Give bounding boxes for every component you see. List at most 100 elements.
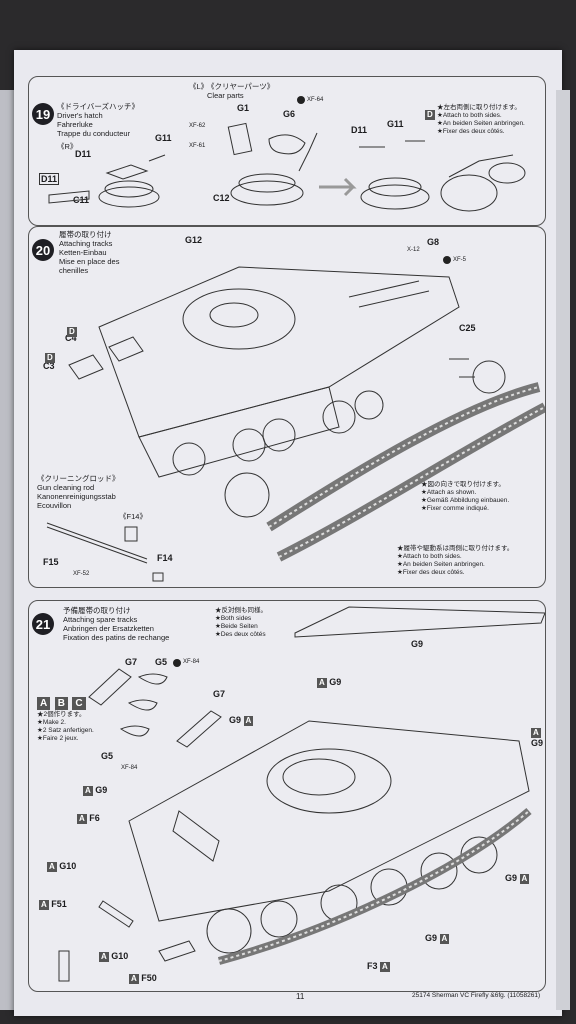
paint-dot-xf84	[173, 659, 181, 667]
part-c12: C12	[213, 193, 230, 203]
note-jp: ★左右両側に取り付けます。	[437, 104, 521, 111]
step-21-drawing	[58, 606, 545, 982]
left-side-label: 《L》	[189, 82, 209, 91]
step-19-drawing	[48, 122, 526, 212]
step-title-jp: 予備履帯の取り付け	[63, 606, 131, 615]
kit-code: 25174 Sherman VC Firefly &6fg. (11058261…	[412, 992, 541, 999]
paint-xf52: XF-52	[73, 571, 90, 577]
make-fr: ★Faire 2 jeux.	[37, 735, 79, 742]
step-20-panel: 20 履帯の取り付け Attaching tracks Ketten-Einba…	[28, 226, 546, 588]
d-marker-c3: D	[45, 353, 55, 363]
facing-page-edge	[0, 90, 14, 1010]
note-de: ★An beiden Seiten anbringen.	[437, 120, 525, 127]
part-g9-a6: G9 A	[425, 933, 450, 944]
part-g1: G1	[237, 103, 250, 113]
note1-fr: ★Fixer comme indiqué.	[421, 505, 489, 512]
note1-de: ★Gemäß Abbildung einbauen.	[421, 497, 510, 504]
paint-xf61: XF-61	[189, 143, 206, 149]
paint-xf84: XF-84	[183, 659, 200, 665]
clear-parts-en: Clear parts	[207, 91, 244, 100]
part-f51-a: A F51	[39, 899, 67, 910]
step-number: 19	[32, 103, 54, 125]
note1-en: ★Attach as shown.	[421, 489, 477, 496]
part-f50-a: A F50	[129, 973, 157, 984]
part-g11: G11	[155, 133, 172, 143]
page-edge	[556, 90, 570, 1010]
clear-parts-jp: 《クリヤーパーツ》	[207, 82, 275, 91]
step-20-drawing	[46, 266, 545, 582]
step-21-panel: 21 予備履帯の取り付け Attaching spare tracks Anbr…	[28, 600, 546, 992]
make-de: ★2 Satz anfertigen.	[37, 727, 94, 734]
paint-xf62: XF-62	[189, 123, 206, 129]
note2-fr: ★Fixer des deux côtés.	[397, 569, 465, 576]
page-number: 11	[296, 992, 305, 1001]
sides-note-en: ★Both sides	[215, 615, 252, 622]
step-title-fr: Trappe du conducteur	[57, 129, 131, 138]
sides-note-fr: ★Des deux côtés	[215, 631, 266, 638]
d-marker-c4: D	[67, 327, 77, 337]
rod-title-fr: Ecouvillon	[37, 501, 72, 510]
d-marker: D	[425, 110, 435, 120]
part-f3-a: F3 A	[367, 961, 390, 972]
make-en: ★Make 2.	[37, 719, 66, 726]
part-g12: G12	[185, 235, 203, 245]
version-abc: A B C	[37, 693, 86, 711]
step-number: 20	[32, 239, 54, 261]
paint-x12: X-12	[407, 247, 420, 253]
part-g11-right: G11	[387, 119, 404, 129]
step-title-de: Anbringen der Ersatzketten	[63, 624, 154, 633]
part-g9-a2: G9 A	[229, 715, 254, 726]
part-c3: C3	[43, 361, 55, 371]
step-title-de: Fahrerluke	[57, 120, 93, 129]
part-f6-a: A F6	[77, 813, 100, 824]
rod-title-en: Gun cleaning rod	[37, 483, 95, 492]
part-f14: F14	[157, 553, 173, 563]
part-c25: C25	[459, 323, 476, 333]
step-19-panel: 19 《ドライバーズハッチ》 Driver's hatch Fahrerluke…	[28, 76, 546, 226]
paint-dot-xf64	[297, 96, 305, 104]
right-side-label: 《R》	[57, 142, 78, 151]
part-g10-a-lower: A G10	[99, 951, 129, 962]
step-number: 21	[32, 613, 54, 635]
note1-jp: ★図の向きで取り付けます。	[421, 481, 505, 488]
note-fr: ★Fixer des deux côtés.	[437, 128, 505, 135]
step-title-en: Driver's hatch	[57, 111, 103, 120]
step-title-de: Ketten-Einbau	[59, 248, 107, 257]
part-g9-a4: A G9	[83, 785, 108, 796]
part-g9-a5: G9 A	[505, 873, 530, 884]
part-g5-lower: G5	[101, 751, 114, 761]
part-g10-a: A G10	[47, 861, 77, 872]
part-d11: D11	[75, 149, 92, 159]
step-title-jp: 履帯の取り付け	[59, 230, 112, 239]
part-g8: G8	[427, 237, 440, 247]
part-g9-top: G9	[411, 639, 424, 649]
f14-box-label: 《F14》	[119, 512, 147, 521]
part-f15: F15	[43, 557, 59, 567]
part-g7: G7	[125, 657, 138, 667]
note-en: ★Attach to both sides.	[437, 112, 502, 119]
make-jp: ★2個作ります。	[37, 711, 86, 718]
note2-jp: ★履帯や駆動系は両側に取り付けます。	[397, 545, 514, 552]
step-title-en: Attaching tracks	[59, 239, 113, 248]
paint-dot-xf5	[443, 256, 451, 264]
note2-de: ★An beiden Seiten anbringen.	[397, 561, 485, 568]
rod-title-jp: 《クリーニングロッド》	[37, 474, 120, 483]
paint-xf84-lower: XF-84	[121, 765, 138, 771]
sides-note-de: ★Beide Seiten	[215, 623, 258, 630]
note2-en: ★Attach to both sides.	[397, 553, 462, 560]
step-title-fr: Fixation des patins de rechange	[63, 633, 170, 642]
part-d11-right: D11	[351, 125, 368, 135]
step-title-en: Attaching spare tracks	[63, 615, 138, 624]
part-g5: G5	[155, 657, 168, 667]
part-g6: G6	[283, 109, 296, 119]
step-title-fr: Mise en place des chenilles	[59, 257, 120, 275]
rod-title-de: Kanonenreinigungsstab	[37, 492, 116, 501]
paint-xf64: XF-64	[307, 97, 324, 103]
part-c4: C4	[65, 333, 77, 343]
step-title-jp: 《ドライバーズハッチ》	[57, 102, 139, 111]
paint-xf5: XF-5	[453, 257, 467, 263]
part-g7-right: G7	[213, 689, 226, 699]
sides-note-jp: ★反対側も同様。	[215, 607, 267, 614]
part-g9-a1: A G9	[317, 677, 342, 688]
